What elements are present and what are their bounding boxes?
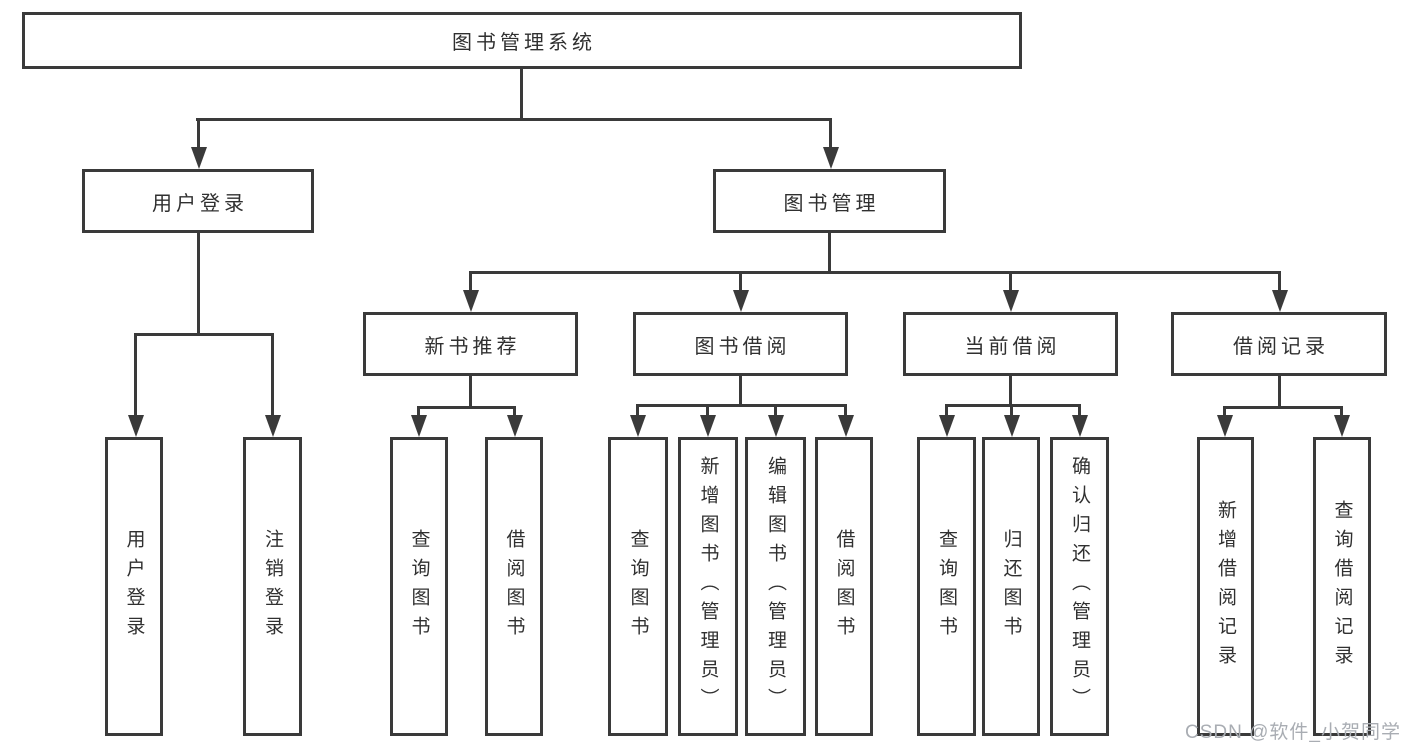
node-new-book-recommend: 新书推荐 bbox=[363, 312, 578, 376]
connector-current-borrow-vline bbox=[1009, 376, 1012, 406]
leaf-nb-query-books: 查询图书 bbox=[390, 437, 448, 736]
node-user-login: 用户登录 bbox=[82, 169, 314, 233]
arrow-to-bb-query-books bbox=[629, 406, 646, 437]
connector-root-hline bbox=[196, 118, 832, 121]
leaf-nb-borrow-books: 借阅图书 bbox=[485, 437, 543, 736]
connector-book-borrow-vline bbox=[739, 376, 742, 406]
arrow-to-nb-query-books bbox=[410, 408, 427, 437]
arrow-to-borrow-records bbox=[1271, 273, 1288, 312]
connector-new-book-hline bbox=[417, 406, 516, 409]
arrow-to-cb-return-books bbox=[1003, 406, 1020, 437]
connector-user-login-hline bbox=[134, 333, 274, 336]
connector-book-management-hline bbox=[469, 271, 1281, 274]
leaf-bb-borrow-books: 借阅图书 bbox=[815, 437, 873, 736]
arrow-to-leaf-logout bbox=[264, 335, 281, 437]
arrow-to-bb-edit-books bbox=[767, 406, 784, 437]
node-borrow-records: 借阅记录 bbox=[1171, 312, 1387, 376]
node-current-borrow: 当前借阅 bbox=[903, 312, 1118, 376]
arrow-to-cb-confirm-return bbox=[1071, 406, 1088, 437]
arrow-to-leaf-user-login bbox=[127, 335, 144, 437]
node-book-borrow: 图书借阅 bbox=[633, 312, 848, 376]
leaf-bb-edit-books-admin: 编辑图书（管理员） bbox=[745, 437, 806, 736]
connector-root-vline bbox=[520, 68, 523, 120]
node-book-management: 图书管理 bbox=[713, 169, 946, 233]
connector-book-borrow-hline bbox=[636, 404, 847, 407]
arrow-to-br-add-record bbox=[1216, 408, 1233, 437]
leaf-br-query-borrow-record: 查询借阅记录 bbox=[1313, 437, 1371, 736]
arrow-to-book-borrow bbox=[732, 273, 749, 312]
leaf-user-login: 用户登录 bbox=[105, 437, 163, 736]
connector-book-management-vline bbox=[828, 233, 831, 273]
csdn-watermark: CSDN @软件_小贺同学 bbox=[1185, 722, 1401, 743]
connector-current-borrow-hline bbox=[945, 404, 1081, 407]
connector-borrow-records-hline bbox=[1223, 406, 1343, 409]
connector-user-login-vline bbox=[197, 233, 200, 335]
arrow-to-bb-add-books bbox=[699, 406, 716, 437]
arrow-to-current-borrow bbox=[1002, 273, 1019, 312]
arrow-to-br-query-record bbox=[1333, 408, 1350, 437]
leaf-bb-query-books: 查询图书 bbox=[608, 437, 668, 736]
arrow-to-cb-query-books bbox=[938, 406, 955, 437]
leaf-cb-return-books: 归还图书 bbox=[982, 437, 1040, 736]
arrow-to-new-book-recommend bbox=[462, 273, 479, 312]
leaf-bb-add-books-admin: 新增图书（管理员） bbox=[678, 437, 738, 736]
arrow-to-nb-borrow-books bbox=[506, 408, 523, 437]
arrow-to-user-login bbox=[190, 120, 207, 169]
node-library-system: 图书管理系统 bbox=[22, 12, 1022, 69]
connector-new-book-vline bbox=[469, 376, 472, 409]
connector-borrow-records-vline bbox=[1278, 376, 1281, 408]
arrow-to-book-management bbox=[822, 120, 839, 169]
leaf-cb-query-books: 查询图书 bbox=[917, 437, 976, 736]
leaf-br-add-borrow-record: 新增借阅记录 bbox=[1197, 437, 1254, 736]
arrow-to-bb-borrow-books bbox=[837, 406, 854, 437]
leaf-logout-login: 注销登录 bbox=[243, 437, 302, 736]
leaf-cb-confirm-return-admin: 确认归还（管理员） bbox=[1050, 437, 1109, 736]
